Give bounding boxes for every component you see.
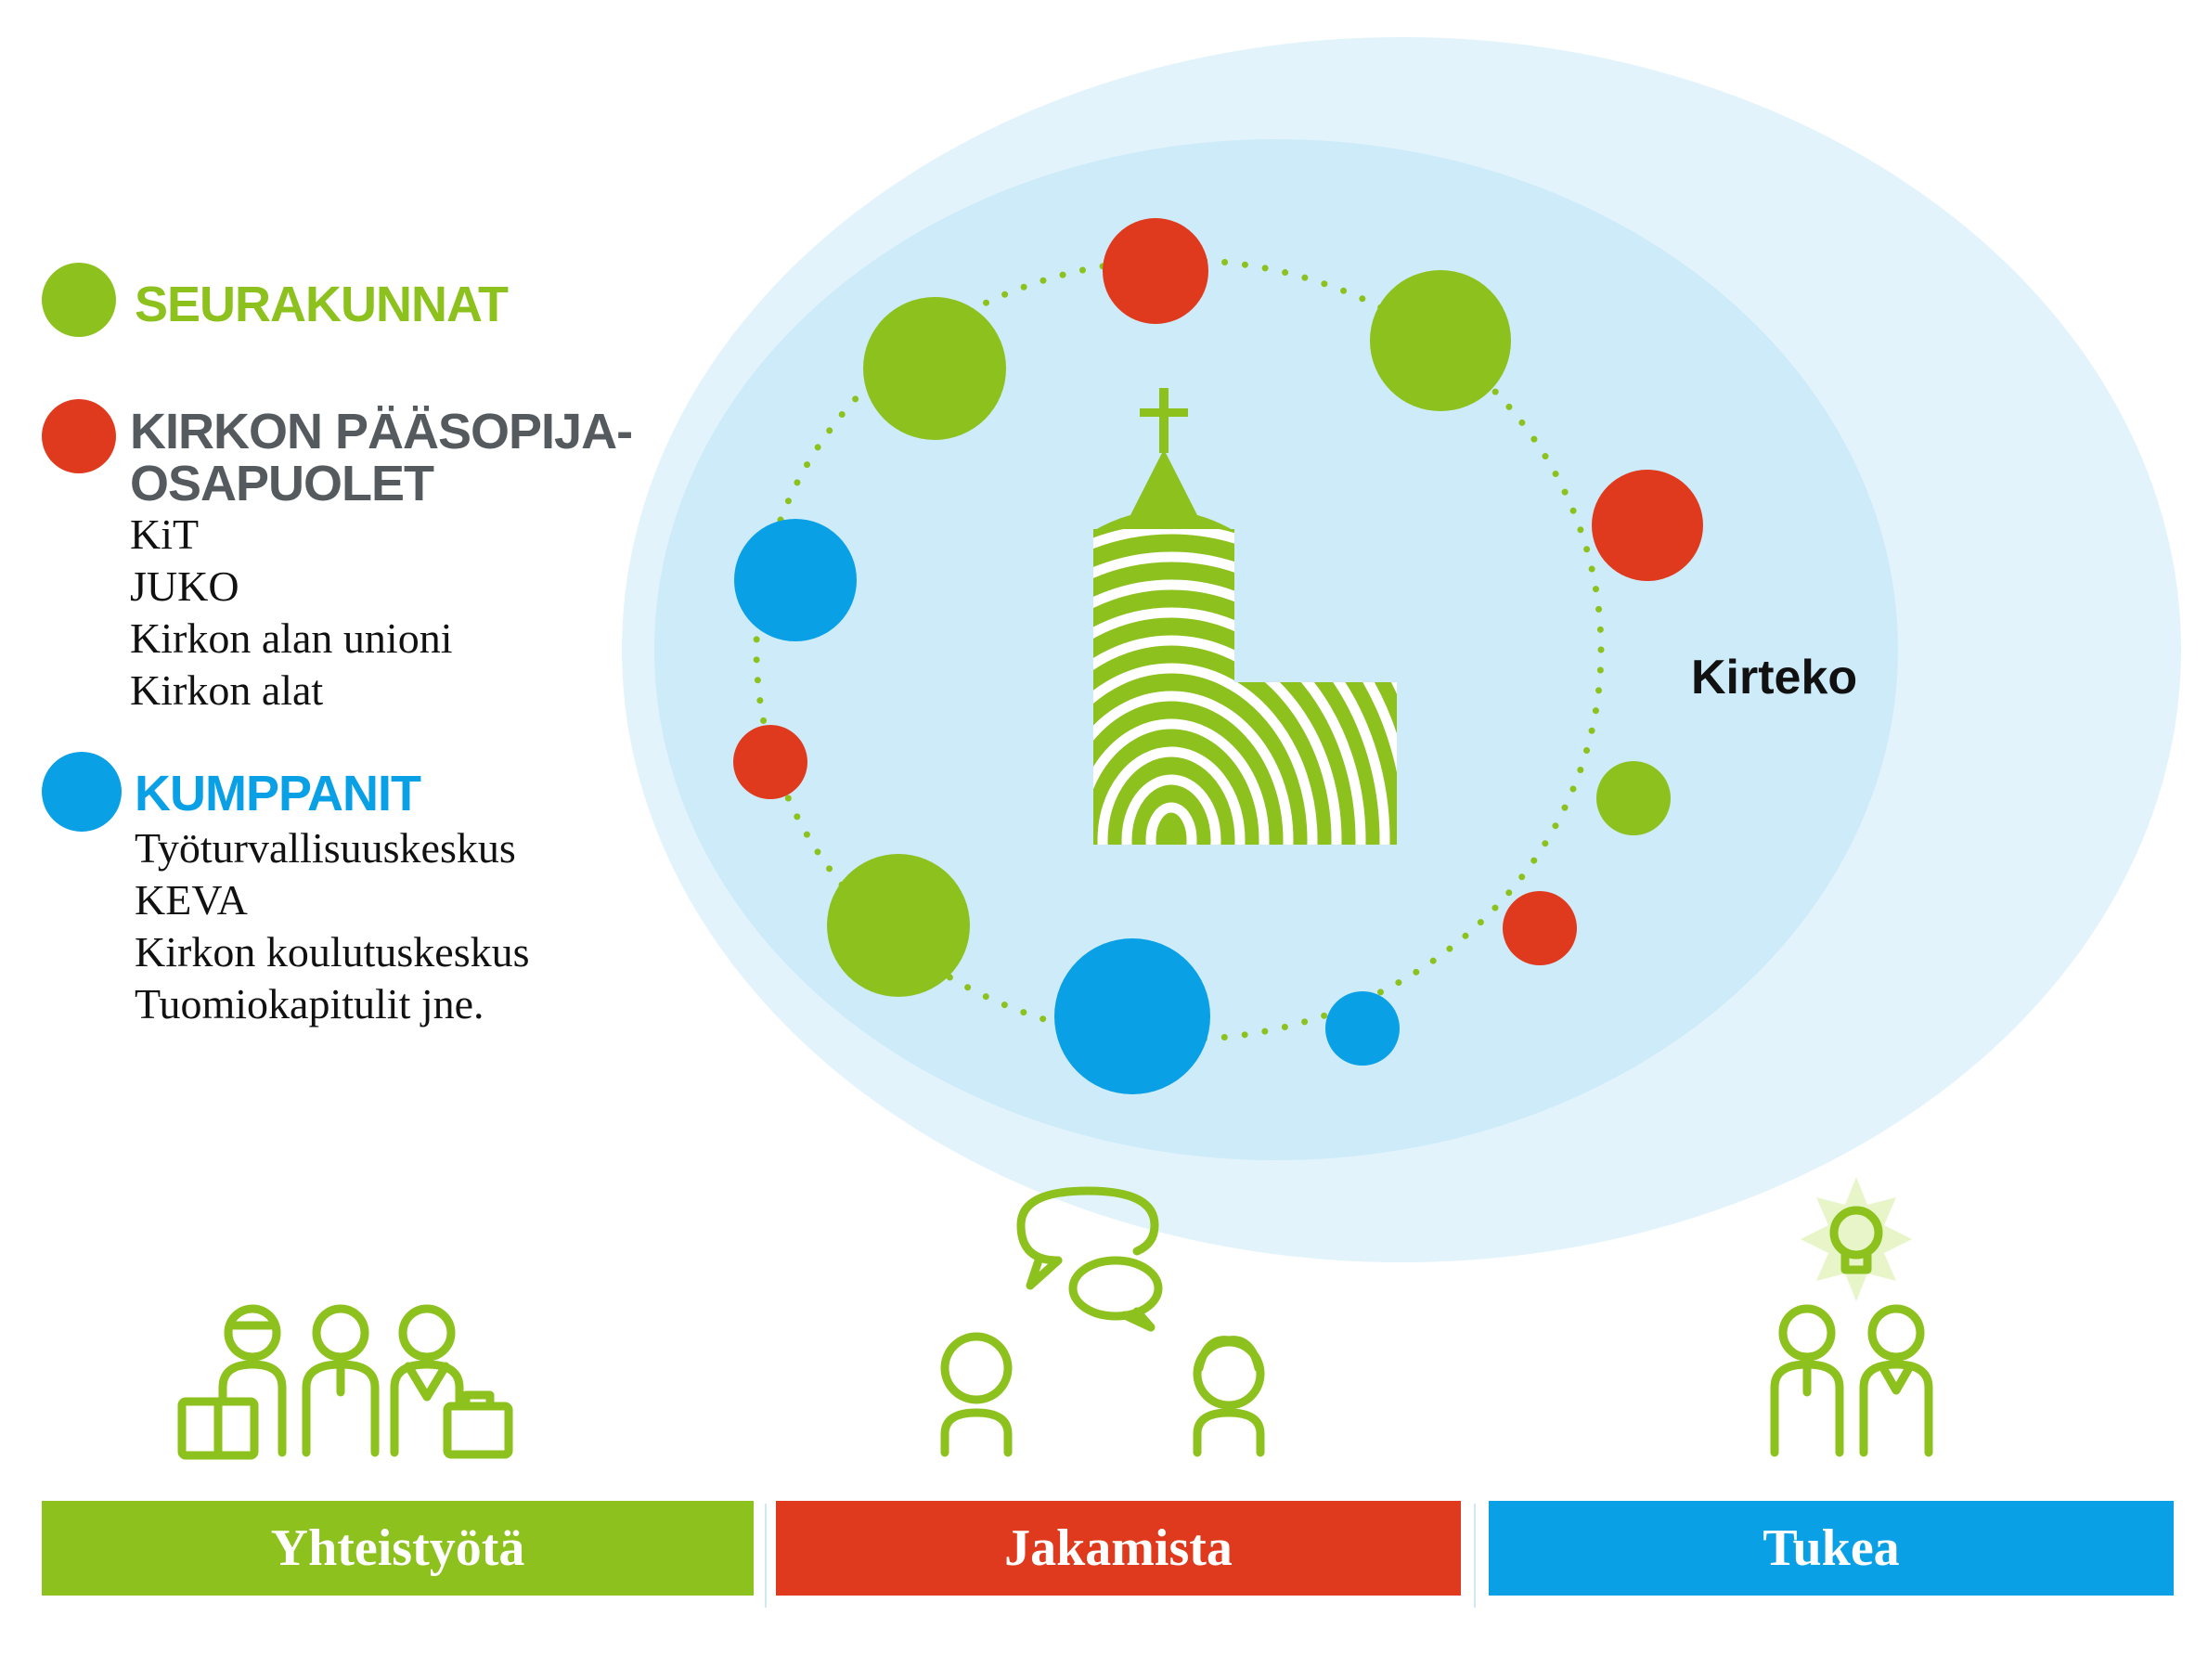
ring-node-blue <box>1325 991 1400 1066</box>
legend-title-paasopija-line2: OSAPUOLET <box>130 456 434 511</box>
ring-node-red <box>1503 891 1577 965</box>
bar-separator <box>765 1504 767 1608</box>
ring-node-green <box>1370 270 1511 411</box>
list-item: Kirkon alat <box>130 666 324 714</box>
list-item: Tuomiokapitulit jne. <box>135 980 484 1027</box>
legend-title-seurakunnat: SEURAKUNNAT <box>135 277 509 332</box>
ring-node-red <box>1592 470 1703 581</box>
ring-node-green <box>863 297 1006 440</box>
legend-title-kumppanit: KUMPPANIT <box>135 766 421 821</box>
green-dot-icon <box>42 263 116 337</box>
ring-nodes <box>733 218 1703 1094</box>
bar-yhteistyota: Yhteistyötä <box>42 1501 754 1596</box>
list-item: Kirkon alan unioni <box>130 614 453 662</box>
ring-node-blue <box>734 519 857 641</box>
ring-node-green <box>1596 761 1671 835</box>
ring-node-green <box>827 854 970 997</box>
center-label-kirteko: Kirteko <box>1691 651 1858 704</box>
legend-list-kumppanit: Työturvallisuuskeskus KEVA Kirkon koulut… <box>135 822 530 1030</box>
list-item: KEVA <box>135 876 248 924</box>
list-item: Kirkon koulutuskeskus <box>135 928 530 976</box>
list-item: JUKO <box>130 562 239 610</box>
blue-dot-icon <box>42 752 122 832</box>
conversation-icon <box>940 1186 1265 1457</box>
legend-list-paasopija: KiT JUKO Kirkon alan unioni Kirkon alat <box>130 509 453 717</box>
list-item: Työturvallisuuskeskus <box>135 824 516 872</box>
bar-separator <box>1474 1504 1476 1608</box>
red-dot-icon <box>42 399 116 473</box>
ring-node-red <box>733 725 807 799</box>
bar-tukea: Tukea <box>1489 1501 2174 1596</box>
legend-title-paasopija-line1: KIRKON PÄÄSOPIJA- <box>130 404 633 459</box>
bar-jakamista: Jakamista <box>776 1501 1461 1596</box>
dotted-ring <box>753 256 1605 1043</box>
idea-support-icon <box>1770 1177 1933 1457</box>
people-group-icon <box>177 1304 513 1460</box>
ring-node-blue <box>1054 938 1210 1094</box>
ring-node-red <box>1103 218 1208 324</box>
list-item: KiT <box>130 510 200 558</box>
